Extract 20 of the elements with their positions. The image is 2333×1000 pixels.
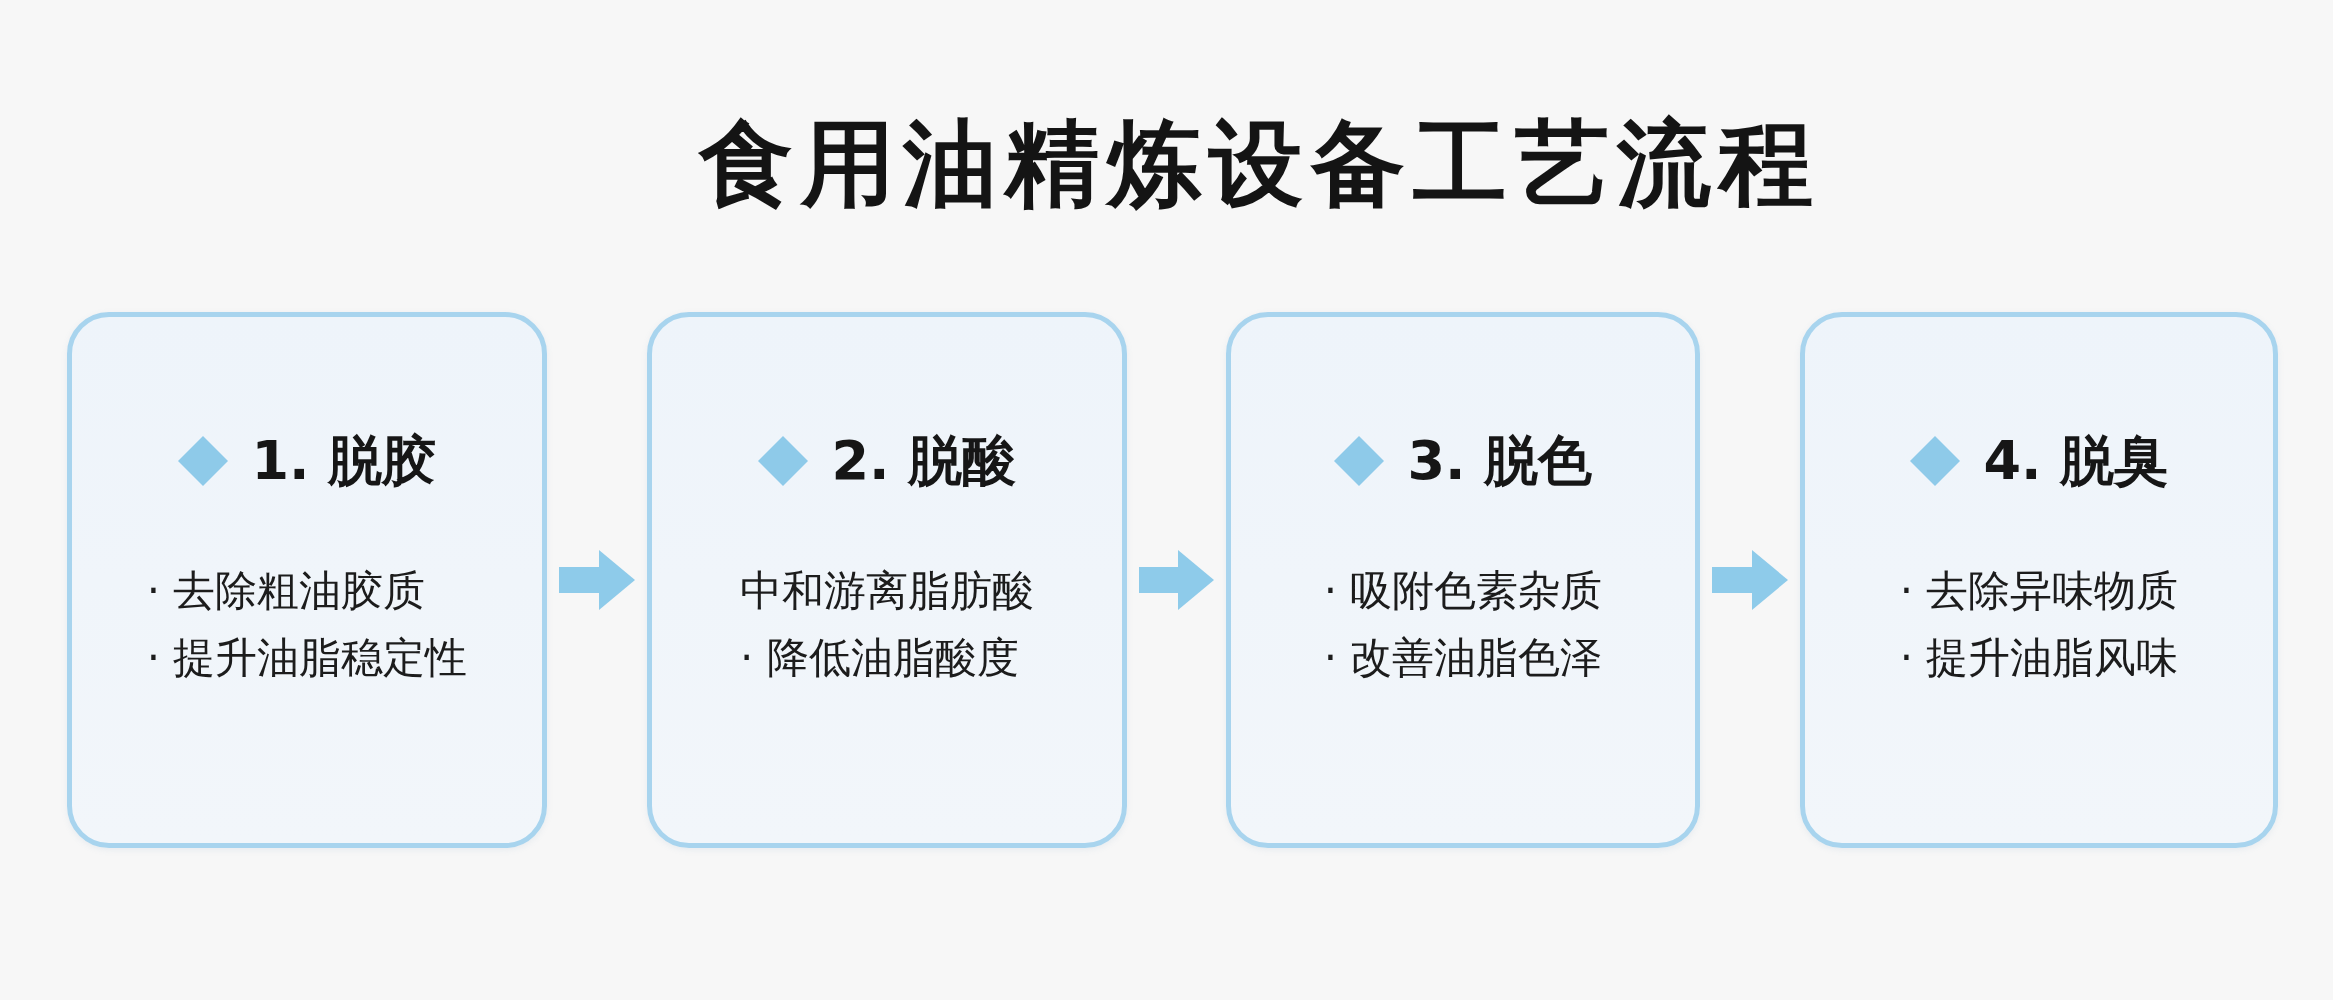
process-box: [67, 312, 547, 848]
step-description: · 提升油脂稳定性: [146, 632, 468, 684]
step-description: · 提升油脂风味: [1899, 632, 2179, 684]
step-description: · 降低油脂酸度: [740, 632, 1019, 684]
step-title: 3. 脱色: [1407, 429, 1593, 493]
arrow: [1139, 550, 1214, 610]
process-box: [1226, 312, 1700, 848]
step-description: · 去除粗油胶质: [146, 565, 426, 617]
step-description: 中和游离脂肪酸: [740, 565, 1034, 617]
process-box: [647, 312, 1127, 848]
step-title: 2. 脱酸: [831, 429, 1017, 493]
step-title: 1. 脱胶: [251, 429, 437, 493]
step-description: · 改善油脂色泽: [1323, 632, 1603, 684]
step-description: · 去除异味物质: [1899, 565, 2179, 617]
process-box: [1800, 312, 2278, 848]
arrow: [1712, 550, 1788, 610]
step-title: 4. 脱臭: [1983, 429, 2169, 493]
diagram-title: 食用油精炼设备工艺流程: [697, 108, 1822, 220]
step-description: · 吸附色素杂质: [1323, 565, 1603, 617]
arrow: [559, 550, 635, 610]
